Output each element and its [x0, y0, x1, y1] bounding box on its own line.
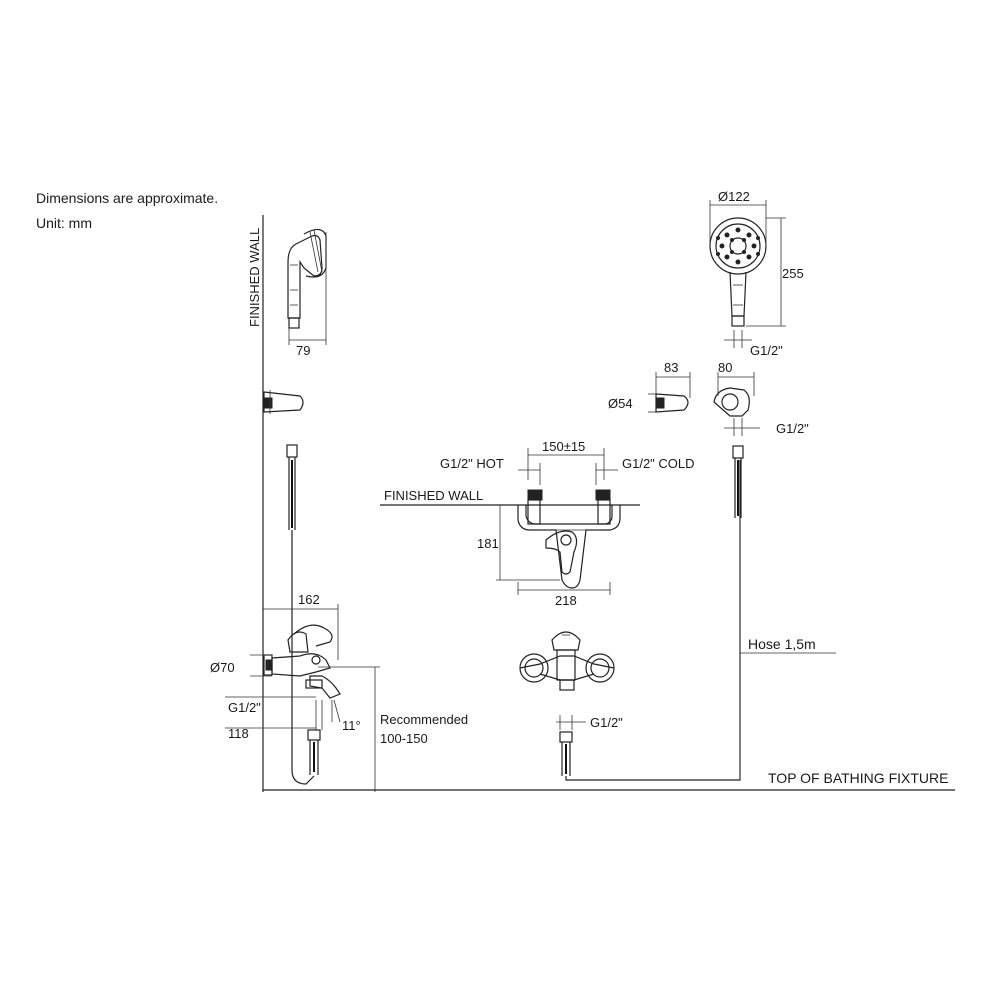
side-view: FINISHED WALL 79	[210, 215, 468, 792]
handshower-side	[287, 228, 327, 329]
label-g12-cold: G1/2" COLD	[622, 456, 695, 471]
top-of-bathing-fixture-label: TOP OF BATHING FIXTURE	[768, 770, 948, 786]
front-view: 150±15 G1/2" HOT G1/2" COLD FINISHED WAL…	[380, 439, 695, 608]
label-g12-hot: G1/2" HOT	[440, 456, 504, 471]
dim-bottom-g12: G1/2"	[590, 715, 623, 730]
dim-front-height: 181	[477, 536, 499, 551]
finished-wall-horizontal-label: FINISHED WALL	[384, 488, 483, 503]
recommended-range: 100-150	[380, 731, 428, 746]
note-dimensions-approximate: Dimensions are approximate.	[36, 190, 218, 206]
dim-holder-depth: 83	[664, 360, 678, 375]
front-view-bottom: G1/2"	[519, 460, 741, 781]
wall-holder-detail: 83 Ø54	[608, 360, 691, 413]
mixer-side	[263, 624, 341, 699]
wall-holder-front: 80 G1/2"	[713, 360, 809, 436]
dim-holder-width: 80	[718, 360, 732, 375]
dim-angle: 11°	[342, 718, 361, 733]
dim-holder-g12: G1/2"	[776, 421, 809, 436]
wall-holder-side	[263, 390, 304, 414]
dim-head-dia: Ø122	[718, 189, 750, 204]
dim-side-g12: G1/2"	[228, 700, 261, 715]
dim-front-width: 218	[555, 593, 577, 608]
dim-centers: 150±15	[542, 439, 585, 454]
dim-escutcheon-dia: Ø70	[210, 660, 235, 675]
dim-side-118: 118	[228, 726, 249, 741]
recommended-label: Recommended	[380, 712, 468, 727]
handshower-front: Ø122 255 G1/2"	[709, 189, 804, 358]
dim-head-g12: G1/2"	[750, 343, 783, 358]
dim-mixer-depth: 162	[298, 592, 320, 607]
dim-head-length: 255	[782, 266, 804, 281]
note-unit: Unit: mm	[36, 215, 92, 231]
dim-handshower-width: 79	[296, 343, 310, 358]
finished-wall-vertical-label: FINISHED WALL	[247, 228, 262, 327]
dim-holder-dia: Ø54	[608, 396, 633, 411]
hose-side	[286, 444, 298, 530]
hose-connector-side	[291, 530, 321, 785]
hose-label: Hose 1,5m	[748, 636, 816, 652]
hose-front: Hose 1,5m	[732, 445, 836, 780]
